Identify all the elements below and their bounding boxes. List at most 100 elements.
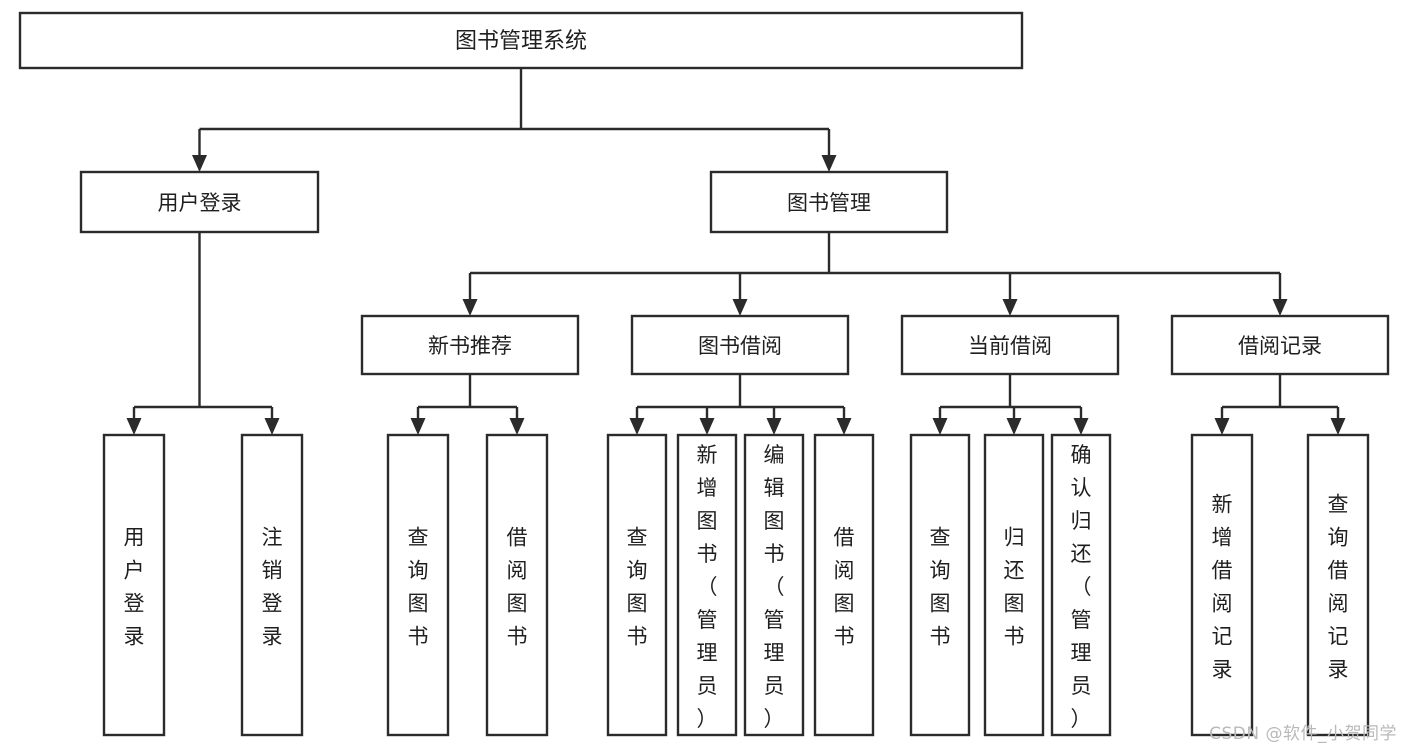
node-leaf-rec-borrow-label-char: 书: [507, 625, 528, 649]
node-new-book-rec-label: 新书推荐: [428, 334, 512, 358]
node-user-login[interactable]: 用户登录: [79, 170, 320, 234]
current-borrow-to-leaves-arrow-1: [1006, 418, 1022, 435]
node-leaf-logout-label-char: 注: [262, 526, 283, 550]
node-leaf-confirm-return-label-char: 管: [1071, 608, 1092, 632]
node-leaf-confirm-return-label-char: 还: [1071, 542, 1092, 566]
borrow-record-to-leaves-arrow-0: [1214, 418, 1230, 435]
node-borrow-record[interactable]: 借阅记录: [1170, 314, 1390, 376]
new-book-rec-to-leaves-arrow-1: [509, 418, 525, 435]
node-leaf-rec-query-box[interactable]: [386, 433, 450, 737]
book-borrow-to-leaves-arrow-0: [629, 418, 645, 435]
node-leaf-edit-book-label-char: 员: [764, 674, 785, 698]
node-current-borrow[interactable]: 当前借阅: [900, 314, 1120, 376]
node-leaf-user-login[interactable]: 用户登录: [102, 433, 166, 737]
node-leaf-add-book-label-char: ）: [697, 707, 718, 731]
node-leaf-borrow-query-box[interactable]: [606, 433, 668, 737]
node-root-system[interactable]: 图书管理系统: [18, 11, 1024, 70]
current-borrow-to-leaves-arrow-0: [932, 418, 948, 435]
node-leaf-add-book-label-char: 员: [697, 674, 718, 698]
node-leaf-edit-book-label-char: 书: [764, 542, 785, 566]
node-leaf-query-record-label-char: 查: [1328, 493, 1349, 517]
node-leaf-rec-query-label-char: 图: [408, 592, 429, 616]
node-leaf-return-book-label-char: 还: [1004, 559, 1025, 583]
node-book-manage-box[interactable]: [709, 170, 949, 234]
node-leaf-borrow-query-label-char: 书: [627, 625, 648, 649]
node-book-borrow[interactable]: 图书借阅: [630, 314, 850, 376]
node-user-login-label: 用户登录: [158, 191, 242, 215]
node-leaf-edit-book-label-char: 管: [764, 608, 785, 632]
node-leaf-add-book-label-char: 书: [697, 542, 718, 566]
node-leaf-logout-box[interactable]: [240, 433, 304, 737]
node-leaf-borrow-book-box[interactable]: [813, 433, 875, 737]
node-leaf-return-book-box[interactable]: [983, 433, 1045, 737]
node-leaf-borrow-book-label-char: 书: [834, 625, 855, 649]
node-leaf-query-record-label-char: 借: [1328, 559, 1349, 583]
book-manage-to-level2-arrow-1: [732, 299, 748, 316]
node-leaf-confirm-return-label-char: 认: [1071, 476, 1092, 500]
node-leaf-add-book-box[interactable]: [676, 433, 738, 737]
book-borrow-to-leaves-arrow-3: [836, 418, 852, 435]
node-leaf-add-record-box[interactable]: [1190, 433, 1254, 737]
node-leaf-rec-borrow-label-char: 借: [507, 526, 528, 550]
node-leaf-cur-query-label-char: 图: [930, 592, 951, 616]
node-leaf-rec-query-label-char: 查: [408, 526, 429, 550]
node-leaf-add-record-label-char: 记: [1212, 625, 1233, 649]
node-new-book-rec-box[interactable]: [360, 314, 580, 376]
node-leaf-borrow-book-label-char: 阅: [834, 559, 855, 583]
node-leaf-add-book-label-char: （: [697, 575, 718, 599]
node-leaf-confirm-return-box[interactable]: [1050, 433, 1112, 737]
node-leaf-edit-book-label-char: 编: [764, 443, 785, 467]
node-leaf-logout-label-char: 登: [262, 592, 283, 616]
edges-layer: [126, 68, 1346, 435]
node-leaf-rec-query-label-char: 询: [408, 559, 429, 583]
node-leaf-add-record-label-char: 增: [1212, 526, 1233, 550]
node-root-system-box[interactable]: [18, 11, 1024, 70]
node-borrow-record-box[interactable]: [1170, 314, 1390, 376]
node-leaf-user-login-box[interactable]: [102, 433, 166, 737]
user-login-to-leaves-arrow-1: [264, 418, 280, 435]
node-leaf-edit-book-label-char: ）: [764, 707, 785, 731]
node-leaf-cur-query-box[interactable]: [909, 433, 971, 737]
node-leaf-cur-query-label-char: 查: [930, 526, 951, 550]
node-borrow-record-label: 借阅记录: [1238, 334, 1322, 358]
node-leaf-borrow-book-label-char: 图: [834, 592, 855, 616]
node-leaf-return-book-label-char: 图: [1004, 592, 1025, 616]
new-book-rec-to-leaves-arrow-0: [410, 418, 426, 435]
node-user-login-box[interactable]: [79, 170, 320, 234]
node-new-book-rec[interactable]: 新书推荐: [360, 314, 580, 376]
node-book-borrow-box[interactable]: [630, 314, 850, 376]
node-book-borrow-label: 图书借阅: [698, 334, 782, 358]
node-leaf-add-book-label-char: 理: [697, 641, 718, 665]
node-leaf-query-record-label-char: 记: [1328, 625, 1349, 649]
borrow-record-to-leaves-arrow-1: [1330, 418, 1346, 435]
node-leaf-rec-borrow-label-char: 图: [507, 592, 528, 616]
node-leaf-user-login-label-char: 登: [124, 592, 145, 616]
node-leaf-edit-book-label-char: 理: [764, 641, 785, 665]
node-leaf-rec-borrow-box[interactable]: [485, 433, 549, 737]
current-borrow-to-leaves-arrow-2: [1073, 418, 1089, 435]
node-leaf-borrow-book-label-char: 借: [834, 526, 855, 550]
node-leaf-query-record-box[interactable]: [1306, 433, 1370, 737]
node-leaf-edit-book-box[interactable]: [743, 433, 805, 737]
book-borrow-to-leaves-arrow-2: [766, 418, 782, 435]
node-leaf-edit-book-label-char: 图: [764, 509, 785, 533]
node-leaf-borrow-query-label-char: 图: [627, 592, 648, 616]
node-leaf-rec-query-label-char: 书: [408, 625, 429, 649]
node-leaf-query-record-label-char: 阅: [1328, 592, 1349, 616]
node-book-manage[interactable]: 图书管理: [709, 170, 949, 234]
node-leaf-query-record-label-char: 询: [1328, 526, 1349, 550]
node-current-borrow-box[interactable]: [900, 314, 1120, 376]
